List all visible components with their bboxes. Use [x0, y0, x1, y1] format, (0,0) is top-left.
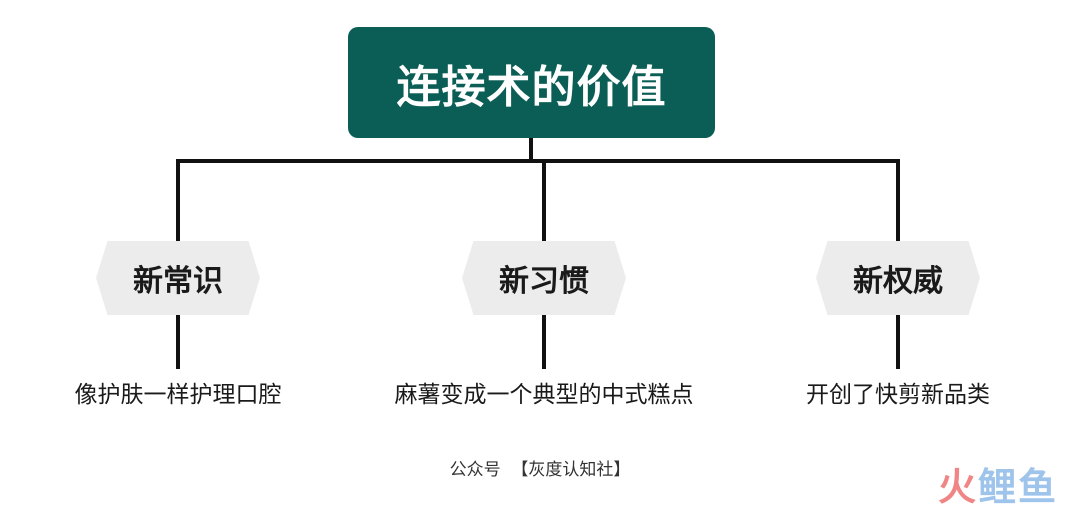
source-caption: 公众号 【灰度认知社】 — [449, 460, 631, 480]
branch-label-2: 新习惯 — [499, 264, 589, 299]
watermark-part-1: 火 — [937, 465, 978, 509]
watermark-logo: 火 鲤鱼 — [938, 456, 1058, 511]
branch-node-3: 新权威 — [816, 241, 980, 315]
branch-node-1: 新常识 — [96, 241, 260, 315]
branch-description-2: 麻薯变成一个典型的中式糕点 — [394, 382, 694, 408]
branch-label-3: 新权威 — [853, 264, 943, 299]
branch-description-1: 像护肤一样护理口腔 — [74, 382, 282, 408]
branch-description-3: 开创了快剪新品类 — [806, 382, 990, 408]
watermark-part-2: 鲤鱼 — [977, 465, 1058, 509]
branch-node-2: 新习惯 — [462, 241, 626, 315]
branch-label-1: 新常识 — [133, 264, 223, 299]
root-title: 连接术的价值 — [396, 61, 667, 113]
root-node: 连接术的价值 — [348, 27, 715, 138]
